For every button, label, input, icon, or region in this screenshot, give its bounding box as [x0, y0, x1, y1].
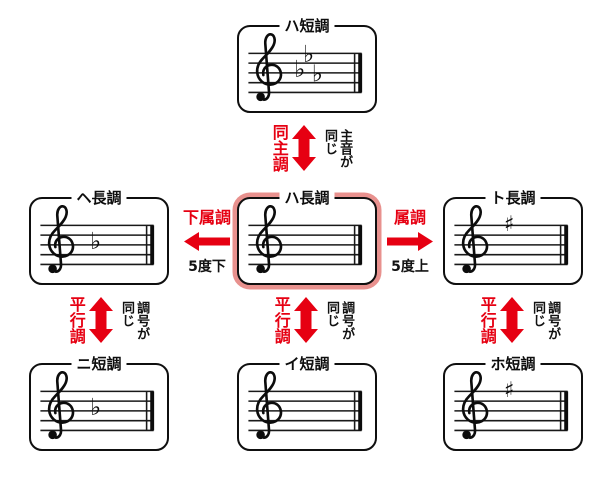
staff-g-major: ♯: [454, 205, 569, 274]
double-arrow-icon: [293, 297, 318, 343]
subdominant-label: 下属調: [182, 208, 231, 227]
key-box-e-minor: ホ短調 ♯: [443, 355, 583, 451]
key-label-f-major: ヘ長調: [71, 189, 127, 208]
right-arrow-icon: [387, 231, 433, 251]
flat-icon: ♭: [90, 393, 101, 421]
treble-clef-icon: [255, 33, 283, 102]
key-box-c-major: ハ長調: [237, 189, 377, 285]
key-box-c-minor: ハ短調 ♭ ♭ ♭: [237, 17, 377, 113]
key-box-f-major: ヘ長調 ♭: [29, 189, 169, 285]
key-label-a-minor: イ短調: [279, 355, 335, 374]
dominant-note: 5度上: [391, 258, 429, 275]
flat-icon: ♭: [312, 60, 323, 88]
flat-icon: ♭: [294, 55, 305, 83]
final-barline: [145, 225, 155, 265]
key-label-d-minor: ニ短調: [71, 355, 127, 374]
double-arrow-icon: [88, 297, 113, 343]
staff-f-major: ♭: [40, 205, 155, 274]
key-label-c-major: ハ長調: [279, 189, 335, 208]
treble-clef-icon: [255, 205, 283, 274]
relation-subdominant: 下属調 5度下: [176, 209, 238, 276]
final-barline: [559, 391, 569, 431]
treble-clef-icon: [461, 205, 489, 274]
parallel-label: 平行調: [66, 296, 86, 344]
double-arrow-icon: [291, 125, 316, 171]
final-barline: [559, 225, 569, 265]
subdominant-note: 5度下: [188, 258, 226, 275]
sharp-icon: ♯: [504, 378, 514, 403]
parallel-note: 調号が 同じ: [529, 300, 561, 340]
flat-icon: ♭: [90, 227, 101, 255]
flat-icon: ♭: [303, 40, 314, 68]
parallel-note: 調号が 同じ: [323, 300, 355, 340]
staff-d-minor: ♭: [40, 371, 155, 440]
relation-parallel-center: 平行調 調号が 同じ: [272, 296, 355, 344]
sharp-icon: ♯: [504, 212, 514, 237]
dominant-label: 属調: [393, 208, 426, 227]
same-tonic-note: 主音が 同じ: [321, 128, 353, 168]
staff-c-minor: ♭ ♭ ♭: [248, 33, 363, 102]
staff-e-minor: ♯: [454, 371, 569, 440]
key-label-g-major: ト長調: [485, 189, 541, 208]
staff-c-major: [248, 205, 363, 274]
final-barline: [353, 225, 363, 265]
relation-same-tonic: 同主調 主音が 同じ: [270, 124, 353, 172]
key-box-a-minor: イ短調: [237, 355, 377, 451]
parallel-label: 平行調: [477, 296, 497, 344]
final-barline: [353, 53, 363, 93]
key-box-g-major: ト長調 ♯: [443, 189, 583, 285]
key-label-c-minor: ハ短調: [279, 17, 335, 36]
final-barline: [145, 391, 155, 431]
staff-a-minor: [248, 371, 363, 440]
treble-clef-icon: [47, 371, 75, 440]
double-arrow-icon: [499, 297, 524, 343]
relation-parallel-left: 平行調 調号が 同じ: [67, 296, 150, 344]
relation-parallel-right: 平行調 調号が 同じ: [478, 296, 561, 344]
treble-clef-icon: [255, 371, 283, 440]
same-tonic-label: 同主調: [269, 124, 289, 172]
relation-dominant: 属調 5度上: [379, 209, 441, 276]
left-arrow-icon: [184, 231, 230, 251]
parallel-note: 調号が 同じ: [118, 300, 150, 340]
treble-clef-icon: [461, 371, 489, 440]
treble-clef-icon: [47, 205, 75, 274]
final-barline: [353, 391, 363, 431]
key-box-d-minor: ニ短調 ♭: [29, 355, 169, 451]
parallel-label: 平行調: [271, 296, 291, 344]
key-label-e-minor: ホ短調: [485, 355, 541, 374]
